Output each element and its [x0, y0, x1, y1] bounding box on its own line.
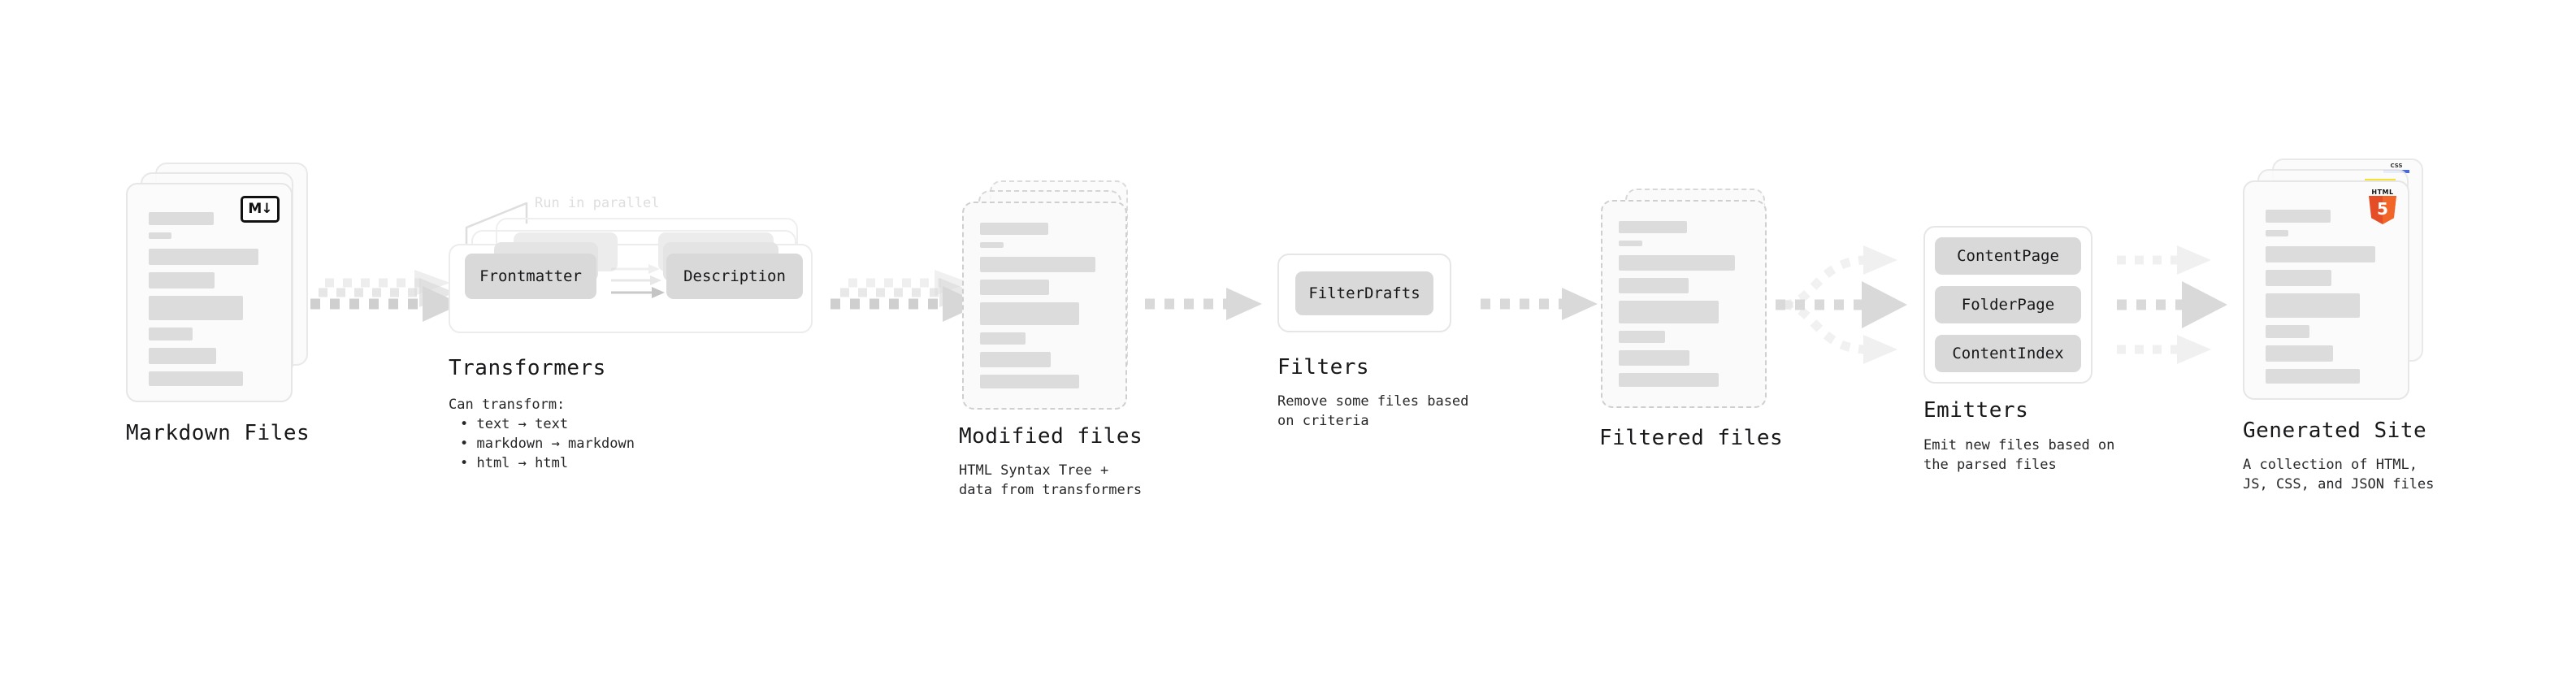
site-card-stack: CSS HTML 5 [2243, 158, 2438, 410]
connector-md-to-transformers [310, 270, 462, 322]
transformers-bullet-0: • text → text [460, 416, 569, 432]
emitters-chip-contentpage[interactable]: ContentPage [1935, 237, 2081, 275]
connector-modified-to-filters [1145, 288, 1262, 320]
transformers-subtitle: Can transform: [449, 397, 566, 413]
transformers-bullet-1: • markdown → markdown [460, 436, 635, 452]
connector-filtered-to-emitters [1776, 245, 1907, 364]
site-card-lines [2266, 210, 2390, 391]
connector-filters-to-filtered [1481, 288, 1598, 320]
transformers-chip-frontmatter[interactable]: Frontmatter [465, 254, 596, 299]
stage-filtered-files: Filtered files [1599, 189, 1783, 450]
transformers-chip-description-label: Description [683, 267, 786, 285]
filters-chip-filterdrafts-label: FilterDrafts [1308, 284, 1420, 302]
html5-badge-label: HTML [2371, 189, 2394, 196]
modified-card-lines [980, 223, 1111, 396]
markdown-badge-icon: M↓ [241, 196, 280, 223]
emitters-chip-contentindex-label: ContentIndex [1952, 345, 2064, 362]
transformers-inner-arrows [611, 264, 665, 298]
generated-site-title: Generated Site [2243, 419, 2427, 443]
css-badge-label: CSS [2390, 163, 2403, 169]
stage-generated-site: CSS HTML 5 [2243, 158, 2438, 492]
site-card-front: HTML 5 [2243, 180, 2409, 400]
stage-markdown-files: M↓ Markdown Files [126, 163, 313, 445]
transformers-chip-description[interactable]: Description [666, 254, 803, 299]
modified-card-front [962, 202, 1127, 410]
transformers-chip-frontmatter-label: Frontmatter [479, 267, 582, 285]
markdown-card-front: M↓ [126, 183, 293, 402]
filters-subtitle: Remove some files based on criteria [1277, 393, 1469, 429]
filtered-card-lines [1619, 221, 1750, 394]
emitters-chip-folderpage[interactable]: FolderPage [1935, 286, 2081, 323]
emitters-chip-contentpage-label: ContentPage [1957, 247, 2059, 265]
markdown-badge-label: M↓ [248, 201, 272, 217]
markdown-card-lines [149, 212, 273, 393]
modified-files-subtitle: HTML Syntax Tree + data from transformer… [959, 462, 1143, 498]
html5-badge-digit: 5 [2377, 198, 2388, 219]
filters-chip-filterdrafts[interactable]: FilterDrafts [1295, 271, 1433, 315]
emitters-title: Emitters [1923, 398, 2029, 423]
emitters-chip-contentindex[interactable]: ContentIndex [1935, 335, 2081, 372]
filters-title: Filters [1277, 355, 1370, 380]
emitters-chip-folderpage-label: FolderPage [1961, 296, 2055, 314]
filtered-files-title: Filtered files [1599, 426, 1784, 450]
generated-site-subtitle: A collection of HTML, JS, CSS, and JSON … [2243, 457, 2435, 492]
transformers-title: Transformers [449, 356, 606, 380]
filtered-card-front [1601, 200, 1767, 408]
html5-badge-icon: HTML 5 [2367, 189, 2398, 224]
parallel-bracket-icon [465, 202, 528, 249]
modified-files-title: Modified files [959, 424, 1143, 449]
transformers-bullet-2: • html → html [460, 455, 569, 471]
stage-modified-files: Modified files HTML Syntax Tree + data f… [959, 180, 1143, 498]
connector-emitters-to-site [2117, 245, 2227, 364]
markdown-files-title: Markdown Files [126, 421, 310, 445]
emitters-subtitle: Emit new files based on the parsed files [1923, 437, 2115, 473]
markdown-card-stack: M↓ [126, 163, 313, 414]
filtered-card-stack [1599, 189, 1778, 424]
run-in-parallel-label: Run in parallel [535, 195, 660, 211]
modified-card-stack [959, 180, 1138, 416]
